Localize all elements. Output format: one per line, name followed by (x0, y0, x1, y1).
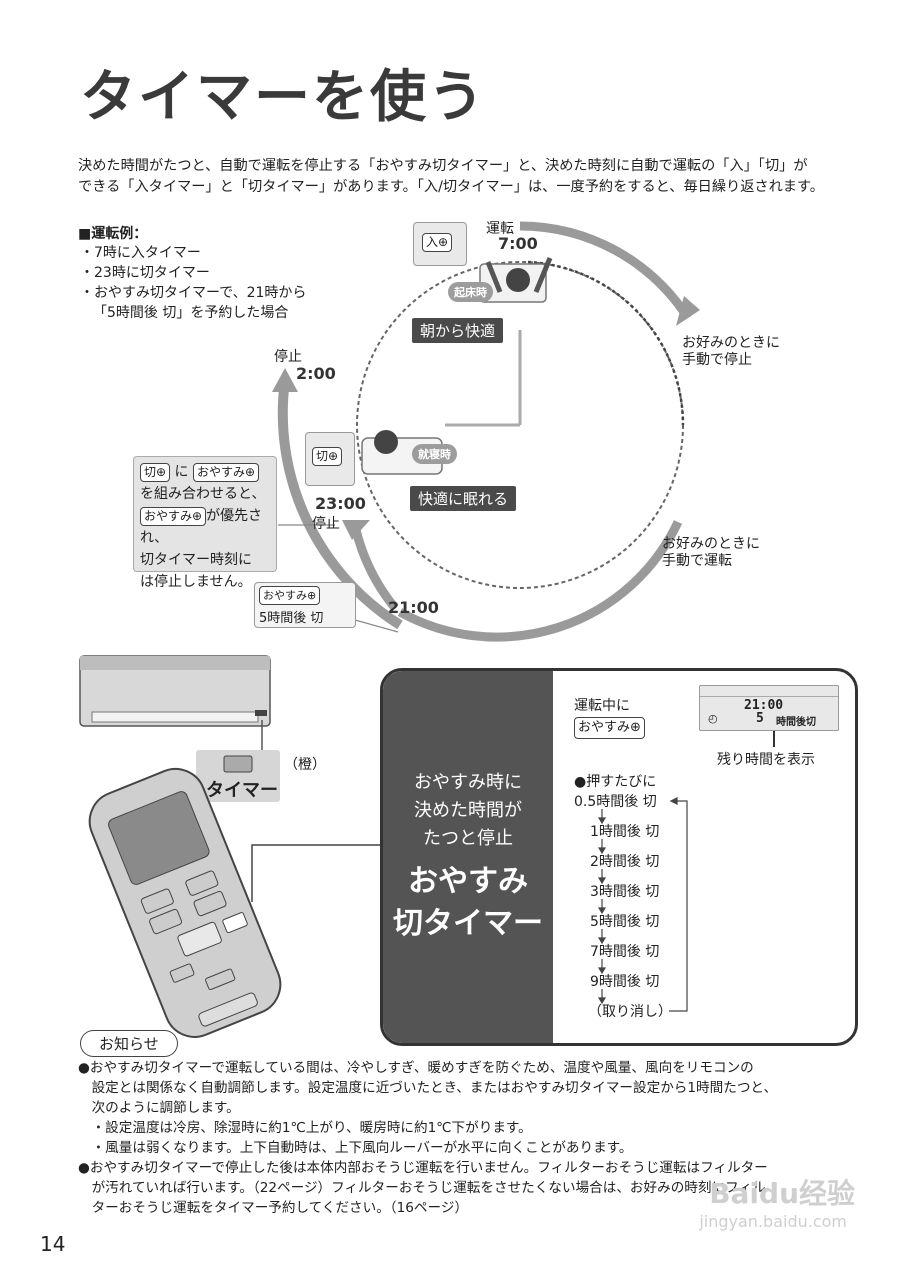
timer-button-label: タイマー (206, 780, 278, 801)
off-timer-key: 切⊕ (140, 463, 171, 482)
panel-title-line: 切タイマー (393, 906, 543, 941)
orange-note: （橙） (284, 757, 326, 773)
manual-run-label: お好みのときに (662, 536, 760, 552)
manual-run-label: 手動で運転 (662, 553, 732, 569)
notice-line: 次のように調節します。 (78, 1100, 240, 1116)
notice-line: ・設定温度は冷房、除湿時に約1℃上がり、暖房時に約1℃下がります。 (78, 1120, 532, 1136)
note-text: に (174, 464, 189, 480)
wake-head-icon (506, 268, 530, 292)
oyasumi-key: おやすみ⊕ (259, 586, 321, 605)
notice-line: 設定とは関係なく自動調節します。設定温度に近づいたとき、またはおやすみ切タイマー… (78, 1080, 778, 1096)
notice-line: が汚れていれば行います。（22ページ）フィルターおそうじ運転をさせたくない場合は… (78, 1180, 766, 1196)
oyasumi-key: おやすみ⊕ (574, 717, 645, 739)
oyasumi-key: おやすみ⊕ (192, 463, 260, 482)
remaining-note: 残り時間を表示 (717, 752, 815, 768)
on-timer-key: 入⊕ (422, 233, 453, 252)
example-item: ・おやすみ切タイマーで、21時から (80, 285, 307, 301)
panel-subtitle-line: たつと停止 (423, 828, 513, 849)
run-time: 7:00 (498, 234, 538, 253)
stop-label: 停止 (312, 516, 340, 532)
page-number: 14 (40, 1232, 66, 1256)
timer-button-icon (223, 755, 253, 773)
time-2100-label: 21:00 (388, 598, 439, 617)
watermark: Baidu经验 (709, 1177, 855, 1210)
step-item: 1時間後 切 (590, 824, 660, 840)
aircon-remote-illustration (79, 655, 380, 1038)
notice-text: ●おやすみ切タイマーで運転している間は、冷やしすぎ、暖めすぎを防ぐため、温度や風… (78, 1058, 868, 1218)
example-item: 「5時間後 切」を予約した場合 (93, 305, 289, 321)
oyasumi-callout: おやすみ⊕ 5時間後 切 (254, 582, 356, 628)
run-label: 運転 (486, 221, 514, 237)
panel-title-line: おやすみ (408, 864, 528, 899)
stop-time-label: 2:00 (296, 364, 336, 383)
time-2300-label: 23:00 (315, 494, 366, 513)
example-item: ・23時に切タイマー (80, 265, 210, 281)
step-item: 7時間後 切 (590, 944, 660, 960)
note-text: を組み合わせると、 (140, 486, 266, 502)
display-suffix: 時間後切 (776, 717, 816, 728)
step-arrows (597, 797, 688, 1012)
example-heading: ■運転例： (78, 226, 148, 242)
watermark-url: jingyan.baidu.com (699, 1212, 847, 1231)
timer-clock-diagram (272, 221, 700, 642)
arrow-morning (519, 221, 692, 321)
oyasumi-timer-panel: おやすみ時に 決めた時間が たつと停止 おやすみ 切タイマー 運転中に おやすみ… (380, 668, 858, 1046)
remote-control-icon (88, 767, 282, 1038)
panel-subtitle-line: 決めた時間が (414, 800, 522, 821)
sleep-comfort-label: 快適に眠れる (410, 486, 517, 511)
off-timer-callout: 切⊕ (305, 432, 355, 486)
example-item: ・7時に入タイマー (80, 245, 201, 261)
step-item: 2時間後 切 (590, 854, 660, 870)
intro-line: 決めた時間がたつと、自動で運転を停止する「おやすみ切タイマー」と、決めた時刻に自… (78, 158, 808, 174)
note-text: は停止しません。 (140, 574, 252, 590)
display-hours: 5 (756, 711, 764, 726)
display-time: 21:00 (744, 698, 784, 713)
morning-comfort-label: 朝から快適 (412, 318, 504, 343)
manual-stop-label: お好みのときに (682, 335, 780, 351)
stop-label: 停止 (274, 349, 302, 365)
off-timer-key: 切⊕ (312, 447, 343, 466)
arrow-head (676, 296, 700, 326)
panel-heading: おやすみ時に 決めた時間が たつと停止 おやすみ 切タイマー (383, 671, 553, 1043)
arrow-head (272, 368, 298, 392)
step-item: 0.5時間後 切 (574, 794, 657, 810)
note-text: 切タイマー時刻に (140, 552, 252, 568)
notice-line: ターおそうじ運転をタイマー予約してください。（16ページ） (78, 1200, 469, 1216)
oyasumi-key: おやすみ⊕ (140, 507, 207, 526)
step-item: 5時間後 切 (590, 914, 660, 930)
intro-text: 決めた時間がたつと、自動で運転を停止する「おやすみ切タイマー」と、決めた時刻に自… (78, 156, 858, 198)
five-hours-label: 5時間後 切 (259, 611, 324, 626)
wake-badge: 起床時 (448, 282, 493, 302)
sleep-badge: 就寝時 (412, 444, 457, 464)
intro-line: できる「入タイマー」と「切タイマー」があります。「入/切タイマー」は、一度予約を… (78, 179, 824, 195)
arrow-night (277, 379, 403, 630)
clock-icon: ◴ (708, 712, 718, 725)
arrow-evening (397, 520, 683, 642)
remote-display: 21:00 ◴ 5 時間後切 (699, 685, 839, 731)
step-item: 3時間後 切 (590, 884, 660, 900)
press-heading: ●押すたびに (574, 774, 657, 790)
step-item: 9時間後 切 (590, 974, 660, 990)
sleep-head-icon (374, 430, 398, 454)
page-title: タイマーを使う (80, 65, 486, 130)
notice-line: ・風量は弱くなります。上下自動時は、上下風向ルーバーが水平に向くことがあります。 (78, 1140, 633, 1156)
priority-note: 切⊕ に おやすみ⊕ を組み合わせると、 おやすみ⊕が優先され、 切タイマー時刻… (133, 456, 277, 590)
arrow-sleep (351, 528, 399, 611)
on-timer-callout: 入⊕ (413, 222, 467, 266)
panel-subtitle-line: おやすみ時に (414, 772, 522, 793)
running-label: 運転中に (574, 698, 630, 714)
notice-line: ●おやすみ切タイマーで運転している間は、冷やしすぎ、暖めすぎを防ぐため、温度や風… (78, 1060, 754, 1076)
notice-label: お知らせ (80, 1030, 178, 1057)
step-item: （取り消し） (588, 1004, 672, 1020)
notice-line: ●おやすみ切タイマーで停止した後は本体内部おそうじ運転を行いません。フィルターお… (78, 1160, 768, 1176)
note-text: が優先され、 (140, 508, 263, 546)
manual-stop-label: 手動で停止 (682, 352, 752, 368)
timer-button-callout (196, 750, 280, 802)
